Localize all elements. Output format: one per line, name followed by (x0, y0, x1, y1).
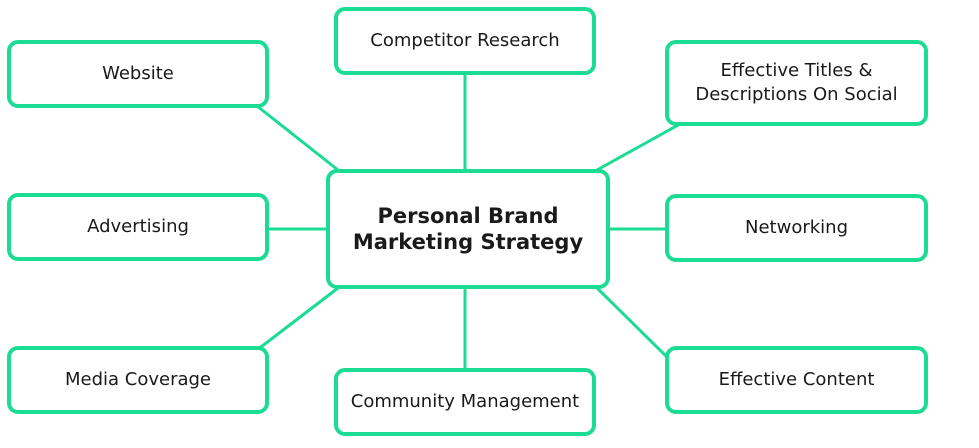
node-networking: Networking (665, 194, 928, 262)
node-media-coverage: Media Coverage (7, 346, 269, 414)
connector-effective-titles (596, 122, 681, 172)
node-website: Website (7, 40, 269, 108)
connector-website (256, 104, 339, 172)
node-community-management: Community Management (334, 368, 596, 436)
node-effective-content: Effective Content (665, 346, 928, 414)
node-advertising: Advertising (7, 193, 269, 261)
node-competitor-research: Competitor Research (334, 7, 596, 75)
node-effective-titles: Effective Titles & Descriptions On Socia… (665, 40, 928, 126)
connector-media-coverage (256, 286, 339, 352)
central-topic-node: Personal Brand Marketing Strategy (326, 169, 610, 289)
connector-effective-content (595, 286, 670, 360)
